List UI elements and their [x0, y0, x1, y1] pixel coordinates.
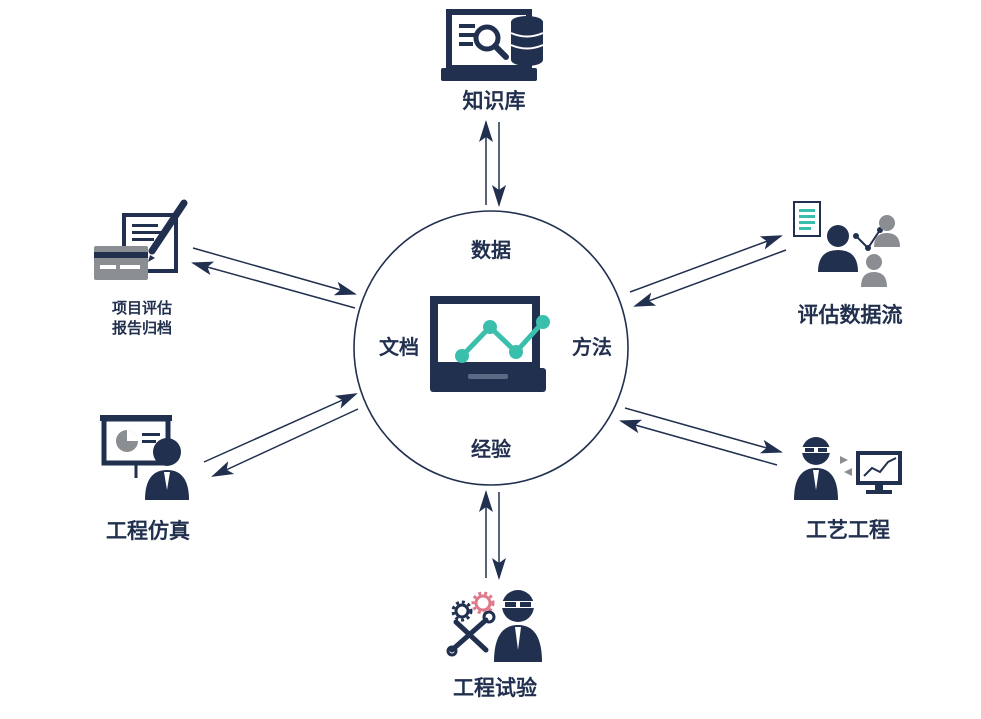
- report-archive-label-line2: 报告归档: [111, 319, 172, 338]
- hub-label-documents: 文档: [379, 335, 419, 359]
- engineering-simulation-label: 工程仿真: [106, 519, 190, 543]
- monitor-search-database-icon: [441, 9, 544, 81]
- hub-label-methods: 方法: [572, 335, 612, 359]
- connector-report-archive: [191, 247, 357, 309]
- engineer-monitor-chart-icon: [794, 437, 902, 500]
- knowledge-base-label: 知识库: [462, 89, 526, 113]
- process-engineering-label: 工艺工程: [806, 518, 890, 542]
- evaluation-flow-label: 评估数据流: [797, 303, 903, 327]
- report-archive-label: 项目评估 报告归档: [92, 298, 192, 339]
- hub-label-experience: 经验: [471, 437, 511, 461]
- document-pen-card-icon: [94, 199, 188, 280]
- engineer-gears-tools-icon: [446, 590, 542, 662]
- engineering-test-label: 工程试验: [453, 676, 537, 700]
- laptop-line-chart-icon: [430, 296, 550, 392]
- report-archive-label-line1: 项目评估: [111, 299, 172, 317]
- hub-label-data: 数据: [471, 238, 511, 262]
- connector-engineering-test: [479, 490, 506, 580]
- presenter-pie-chart-icon: [100, 415, 189, 500]
- connector-engineering-simulation: [203, 393, 359, 477]
- people-network-document-icon: [793, 201, 900, 287]
- connector-process-engineering: [619, 407, 783, 466]
- connector-evaluation-flow: [629, 235, 787, 307]
- connector-knowledge-base: [479, 120, 506, 207]
